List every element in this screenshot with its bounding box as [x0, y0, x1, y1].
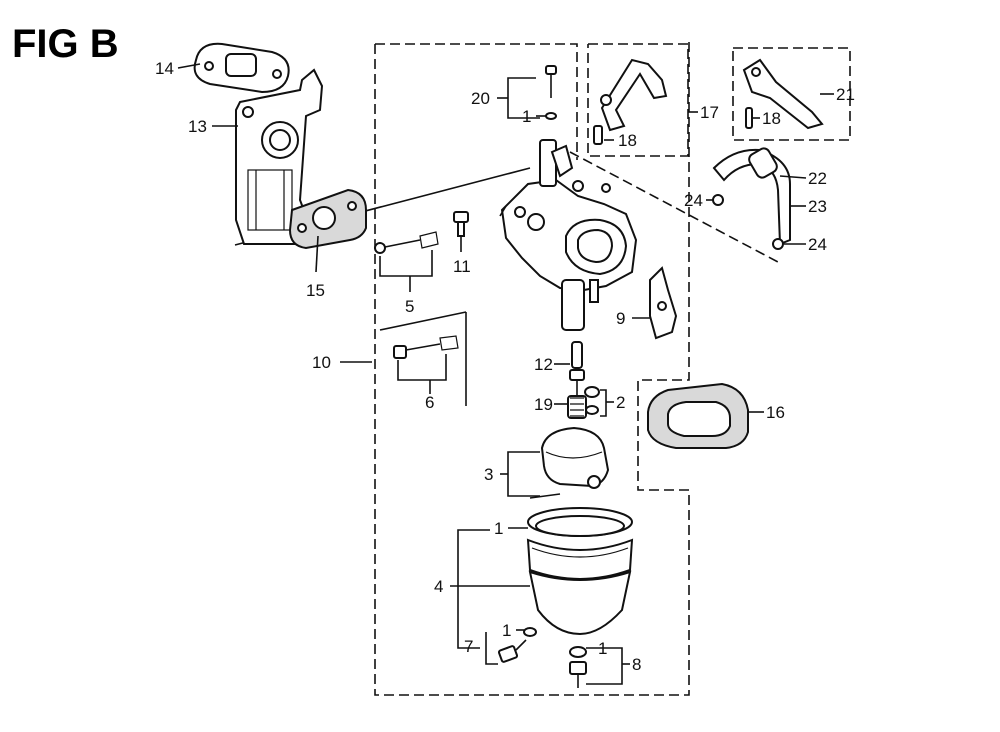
assembly-boundary: [234, 40, 851, 696]
callout-labels: 14 13 15 10 11 5 6 20 1 17 18 21 18 22 2…: [155, 59, 855, 674]
part-8-bowl-bolt: [569, 646, 587, 688]
callout-12: 12: [534, 355, 553, 374]
callout-18-right: 18: [762, 109, 781, 128]
callout-23: 23: [808, 197, 827, 216]
callout-24-left: 24: [684, 191, 703, 210]
part-2-jet-set: [584, 386, 600, 415]
callout-20: 20: [471, 89, 490, 108]
callout-16: 16: [766, 403, 785, 422]
callout-leader-lines: [177, 63, 834, 685]
part-15-gasket: [288, 188, 367, 250]
callout-3: 3: [484, 465, 493, 484]
callout-22: 22: [808, 169, 827, 188]
part-14-gasket: [193, 42, 290, 94]
callout-14: 14: [155, 59, 174, 78]
callout-17: 17: [700, 103, 719, 122]
callout-11: 11: [453, 257, 471, 276]
part-6-screw-set: [379, 311, 467, 406]
part-9-bracket: [649, 266, 678, 340]
part-7-drain-screw: [497, 627, 537, 663]
part-5-screw-set: [374, 231, 439, 277]
callout-4: 4: [434, 577, 443, 596]
part-13-insulator-plate: [235, 68, 324, 245]
callout-2: 2: [616, 393, 625, 412]
callout-9: 9: [616, 309, 625, 328]
callout-8: 8: [632, 655, 641, 674]
callout-1-bolt: 1: [598, 639, 607, 658]
part-19-spring: [567, 395, 587, 419]
part-17-choke-lever: [593, 58, 668, 145]
callout-24-right: 24: [808, 235, 827, 254]
figure-title: FIG B: [12, 22, 119, 66]
part-3-float: [529, 426, 610, 499]
callout-19: 19: [534, 395, 553, 414]
part-4-float-bowl: [526, 507, 634, 636]
carburetor-body: [499, 139, 638, 331]
callout-21: 21: [836, 85, 855, 104]
part-11-screw: [453, 211, 469, 237]
callout-6: 6: [425, 393, 434, 412]
part-16-gasket: [647, 382, 749, 449]
callout-1-drain: 1: [502, 621, 511, 640]
callout-10: 10: [312, 353, 331, 372]
callout-5: 5: [405, 297, 414, 316]
callout-15: 15: [306, 281, 325, 300]
part-20-screw: [507, 65, 557, 120]
callout-18-left: 18: [618, 131, 637, 150]
callout-1-bowl: 1: [494, 519, 503, 538]
part-22-23-fuel-tube: [712, 147, 791, 250]
callout-7: 7: [464, 637, 473, 656]
part-12-needle: [569, 341, 585, 396]
callout-1-top: 1: [522, 107, 531, 126]
callout-13: 13: [188, 117, 207, 136]
